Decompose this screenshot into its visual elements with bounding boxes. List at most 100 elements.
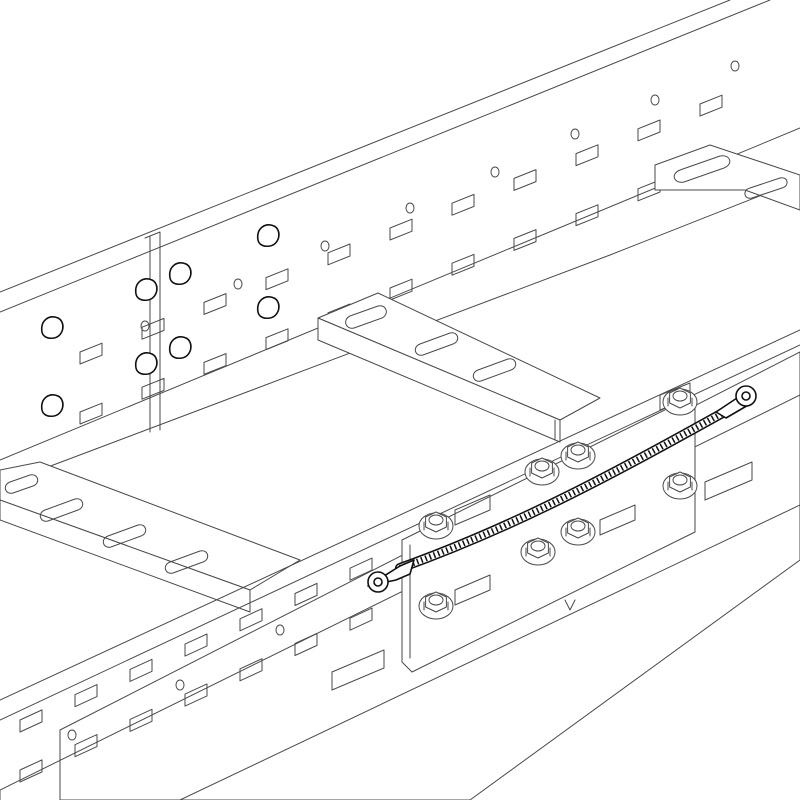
floor-back-line — [39, 254, 611, 471]
splice-bolt — [560, 441, 596, 470]
rear-slot-upper — [699, 94, 723, 117]
splice-bolt — [524, 457, 560, 486]
rear-rail-hole — [233, 278, 243, 290]
front-rail-hole — [175, 679, 185, 691]
rung-middle-slot-1 — [345, 305, 387, 329]
nut-top — [672, 390, 688, 402]
rear-slot-lower — [203, 353, 227, 375]
rung-near-slot-3 — [102, 524, 147, 548]
rear-slot-upper — [513, 169, 537, 191]
rear-slot-upper — [265, 268, 289, 291]
rear-slot-lower — [637, 179, 661, 202]
rung-far-top — [654, 144, 800, 211]
braid-lug-left-hole — [373, 577, 383, 587]
splice-plate-slot-3 — [599, 504, 636, 536]
rear-slot-lower — [141, 377, 165, 400]
nut-top — [570, 520, 586, 532]
nut-top — [570, 444, 586, 456]
rung-middle-slot-2 — [414, 332, 459, 356]
rear-slot-upper — [327, 243, 351, 266]
front-rail-slots — [19, 557, 373, 783]
splice-bolt — [520, 537, 556, 566]
nut-top — [428, 594, 444, 606]
splice-plate-slot-2 — [454, 494, 491, 526]
rear-rail-hole — [570, 128, 580, 140]
rung-far-slot-2 — [744, 177, 788, 199]
nut-top — [428, 514, 444, 526]
braid-weave — [398, 407, 730, 571]
front-slot-lower — [184, 683, 208, 707]
rear-side-rail — [0, 0, 800, 461]
front-rail-joint-mark — [564, 599, 576, 611]
rung-near-slot-1 — [4, 474, 39, 494]
splice-plate-slot-1 — [454, 574, 491, 606]
front-slot-lower — [294, 632, 318, 656]
front-slot-upper — [184, 633, 208, 657]
rung-far — [654, 144, 800, 211]
braid-lug-left-ring — [367, 571, 389, 593]
front-slot-lower — [239, 658, 263, 682]
rear-slot-upper — [203, 293, 227, 315]
front-slot-lower — [19, 759, 43, 783]
front-slot-upper — [239, 608, 263, 632]
rear-slot-lower — [79, 402, 103, 425]
splice-bolt — [662, 471, 698, 500]
front-slot-lower — [74, 734, 98, 758]
rear-joint-bolt — [256, 296, 280, 320]
nut-top — [672, 474, 688, 486]
rear-slot-upper — [575, 144, 599, 167]
front-rail-window-1 — [331, 649, 385, 691]
front-slot-upper — [74, 684, 98, 708]
rear-joint-bolt — [134, 352, 158, 376]
rear-slot-lower — [451, 253, 475, 276]
rung-near — [0, 461, 301, 613]
rear-slot-upper — [637, 119, 661, 142]
rear-joint-bolt — [134, 278, 158, 302]
front-slot-lower — [349, 607, 373, 631]
rear-joint-bolt — [40, 316, 64, 340]
nut-side — [529, 467, 555, 477]
splice-bolt — [662, 387, 698, 416]
front-rail-hole — [275, 624, 285, 636]
splice-bolt — [418, 591, 454, 620]
splice-bolt — [560, 517, 596, 546]
earthing-braid — [367, 385, 757, 593]
splice-bolts — [418, 387, 698, 620]
rear-slot-upper — [451, 193, 475, 216]
splice-bolt — [418, 511, 454, 540]
braid-lug-right-hole — [741, 391, 751, 401]
rear-slot-upper — [79, 342, 103, 365]
rung-near-top — [0, 461, 301, 591]
rear-rail-top-edge — [0, 0, 731, 293]
rung-near-slot-4 — [164, 550, 209, 574]
rear-slot-lower — [513, 229, 537, 251]
rear-joint-bolt — [168, 336, 192, 360]
braid-lug-right-ring — [735, 385, 757, 407]
rung-middle-face — [317, 317, 561, 443]
front-slot-upper — [349, 557, 373, 581]
nut-side — [667, 481, 693, 491]
front-slot-upper — [129, 658, 153, 682]
rear-rail-hole — [405, 202, 415, 214]
front-slot-upper — [294, 582, 318, 606]
rear-slot-upper — [141, 317, 165, 340]
rung-near-slot-2 — [39, 498, 84, 522]
nut-side — [565, 451, 591, 461]
rear-rail-hole — [730, 60, 740, 72]
nut-top — [534, 460, 550, 472]
rear-rail-hole — [650, 94, 660, 106]
rear-slot-upper — [389, 218, 413, 241]
rear-rail-lip — [0, 0, 771, 313]
nut-side — [525, 547, 551, 557]
rear-slot-lower — [575, 204, 599, 227]
nut-top — [530, 540, 546, 552]
front-slot-lower — [129, 708, 153, 732]
front-rail-window-2 — [704, 461, 753, 501]
front-slot-upper — [19, 709, 43, 733]
nut-side — [423, 521, 449, 531]
rung-near-face — [0, 499, 251, 613]
rear-joint-bolts — [40, 224, 280, 418]
rear-joint-bolt — [168, 262, 192, 286]
rear-rail-hole — [490, 166, 500, 178]
